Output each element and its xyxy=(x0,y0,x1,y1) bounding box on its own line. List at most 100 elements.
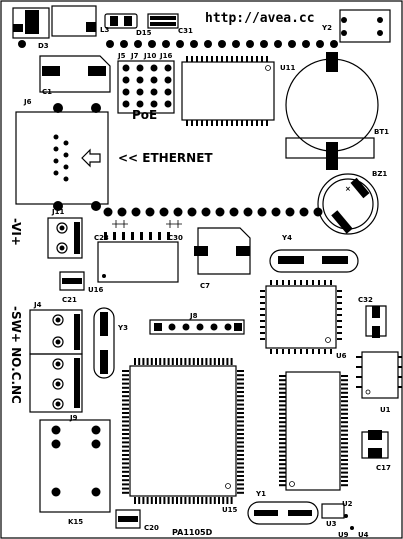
label-d3: D3 xyxy=(38,42,49,50)
label-u16: U16 xyxy=(88,286,104,294)
label-u15: U15 xyxy=(222,506,238,514)
label-u3: U3 xyxy=(326,520,337,528)
ic-pin xyxy=(201,358,204,365)
ic-pin xyxy=(150,497,153,504)
c32-component: C32 xyxy=(358,296,387,338)
ic-pin xyxy=(171,358,174,365)
label-y4: Y4 xyxy=(281,234,292,242)
label-j7: J7 xyxy=(130,52,139,60)
sw-label: -SW+ NO.C.NC xyxy=(9,306,23,404)
ic-pin xyxy=(279,454,286,457)
ic-pin xyxy=(205,358,208,365)
label-u6: U6 xyxy=(336,352,347,360)
label-y2: Y2 xyxy=(321,24,332,32)
label-j5: J5 xyxy=(117,52,126,60)
ic-pin xyxy=(184,497,187,504)
ic-pin xyxy=(180,358,183,365)
ic-pin xyxy=(341,383,348,386)
u15-mcu: U15 xyxy=(122,358,244,514)
ic-pin xyxy=(167,497,170,504)
ic-pin xyxy=(341,442,348,445)
ic-pin xyxy=(279,387,286,390)
ic-pin xyxy=(279,425,286,428)
ic-pin xyxy=(341,450,348,453)
ic-pin xyxy=(176,358,178,365)
ic-pin xyxy=(197,497,199,504)
ic-pin xyxy=(122,449,129,452)
ic-pin xyxy=(134,497,136,504)
ic-pin xyxy=(237,433,244,435)
small-parts: U3 U9 U4 xyxy=(321,503,369,539)
label-y1: Y1 xyxy=(255,490,266,498)
poe-headers: J5 J7 J10 J16 PoE xyxy=(117,52,175,122)
ic-pin xyxy=(155,497,157,504)
ic-pin xyxy=(230,497,233,504)
j9-terminal: J9 xyxy=(29,353,83,422)
ic-pin xyxy=(279,463,286,466)
dot-row-middle xyxy=(103,207,323,217)
u2-chip: U2 xyxy=(279,371,353,508)
ic-pin xyxy=(237,470,244,473)
ic-pin xyxy=(122,407,129,410)
ic-pin xyxy=(279,471,286,474)
label-j6: J6 xyxy=(23,98,32,106)
ic-pin xyxy=(237,378,244,381)
ic-pin xyxy=(237,449,244,452)
ic-pin xyxy=(230,358,233,365)
ic-pin xyxy=(279,404,286,407)
ic-pin xyxy=(171,497,174,504)
ic-pin xyxy=(218,358,220,365)
ic-pin xyxy=(279,417,286,419)
ic-pin xyxy=(237,416,244,419)
c23-c30-area: C23 C30 xyxy=(94,220,183,242)
d15-component: D15 xyxy=(104,13,152,37)
ic-pin xyxy=(341,459,348,461)
ic-pin xyxy=(341,396,348,398)
ic-pin xyxy=(150,358,153,365)
ic-pin xyxy=(341,471,348,474)
ic-pin xyxy=(192,358,195,365)
j4-terminal: J4 xyxy=(29,301,83,355)
label-c30: C30 xyxy=(168,234,183,242)
ic-pin xyxy=(237,462,244,465)
ic-pin xyxy=(176,497,178,504)
part-number: PA1105D xyxy=(172,528,213,537)
ic-pin xyxy=(341,475,348,478)
ic-pin xyxy=(341,412,348,415)
label-j4: J4 xyxy=(33,301,42,309)
ic-pin xyxy=(146,358,149,365)
ic-pin xyxy=(146,497,149,504)
ic-pin xyxy=(122,441,129,444)
ic-pin xyxy=(237,420,244,423)
y3-crystal: Y3 xyxy=(93,307,128,379)
poe-label: PoE xyxy=(132,108,157,122)
ic-pin xyxy=(279,459,286,461)
ic-pin xyxy=(122,424,129,427)
ic-pin xyxy=(341,421,348,424)
ic-pin xyxy=(341,446,348,449)
label-j16: J16 xyxy=(159,52,172,60)
ic-pin xyxy=(341,400,348,403)
ic-pin xyxy=(142,358,145,365)
bt1-battery: BT1 xyxy=(285,52,389,170)
ic-pin xyxy=(237,483,244,486)
ic-pin xyxy=(122,378,129,381)
ic-pin xyxy=(341,480,348,482)
ic-pin xyxy=(341,463,348,466)
ic-pin xyxy=(279,446,286,449)
ic-pin xyxy=(209,497,212,504)
ic-pin xyxy=(279,467,286,470)
ic-pin xyxy=(138,358,141,365)
ic-pin xyxy=(201,497,204,504)
ic-pin xyxy=(341,433,348,436)
k15-relay: K15 xyxy=(39,419,111,526)
c21-component: C21 xyxy=(59,271,85,304)
ic-pin xyxy=(237,391,244,393)
ic-pin xyxy=(188,358,191,365)
c20-component: C20 xyxy=(115,509,159,532)
u11-pins-bottom xyxy=(186,120,268,126)
j8-header: J8 xyxy=(149,312,245,335)
label-bz1: BZ1 xyxy=(372,170,387,178)
ic-pin xyxy=(122,403,129,406)
